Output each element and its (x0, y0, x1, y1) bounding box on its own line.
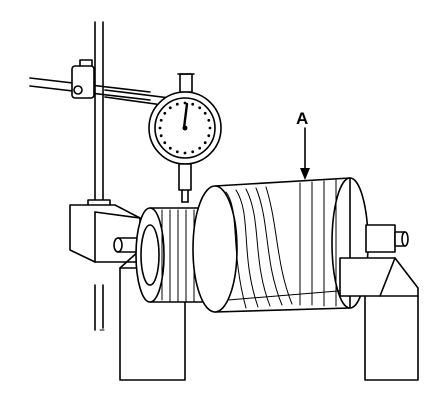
dial-indicator (148, 73, 222, 203)
callout-arrow (300, 127, 310, 180)
right-v-block (339, 257, 419, 381)
shaft-right (365, 224, 409, 253)
callout-label-a: A (296, 109, 309, 128)
armature-core (192, 177, 369, 313)
